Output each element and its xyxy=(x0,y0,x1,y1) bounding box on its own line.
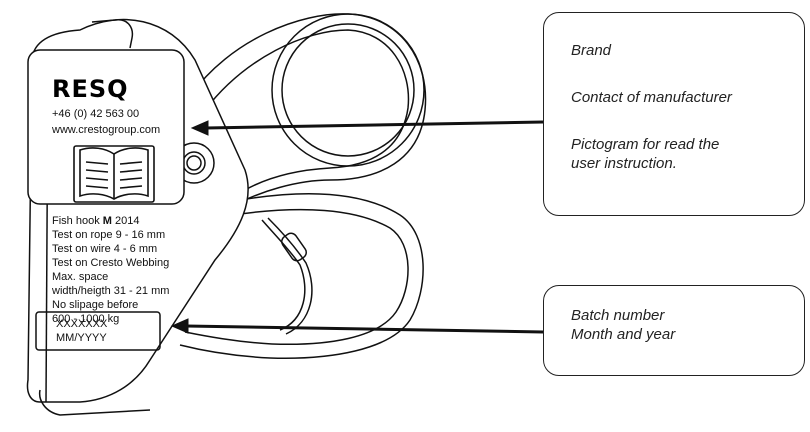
batch-number-text: XXXXXXX xyxy=(56,318,108,330)
spec-line: width/heigth 31 - 21 mm xyxy=(51,285,169,297)
spec-line: Max. space xyxy=(52,271,108,283)
spec-list: Fish hook M 2014 Test on rope 9 - 16 mm … xyxy=(51,215,169,325)
callout-brand-contact-pictogram: Brand Contact of manufacturer Pictogram … xyxy=(543,12,805,216)
website-text: www.crestogroup.com xyxy=(51,124,160,136)
spec-line: Test on wire 4 - 6 mm xyxy=(52,243,157,255)
spec-line: 600 - 1000 kg xyxy=(52,313,119,325)
spec-line: No slipage before xyxy=(52,299,138,311)
pointer-arrows xyxy=(170,120,544,334)
callout-brand: Brand xyxy=(571,42,612,59)
phone-text: +46 (0) 42 563 00 xyxy=(52,108,139,120)
batch-box xyxy=(35,311,161,351)
spec-line: Test on Cresto Webbing xyxy=(52,257,169,269)
month-year-text: MM/YYYY xyxy=(56,332,107,344)
book-icon xyxy=(73,145,155,203)
spec-line: Test on rope 9 - 16 mm xyxy=(52,229,165,241)
callout-batch-date: Batch number Month and year xyxy=(543,285,805,376)
hook-jaw xyxy=(179,13,427,359)
callout-contact: Contact of manufacturer xyxy=(571,89,732,106)
brand-logo: RESQ xyxy=(52,75,129,103)
callout-batch: Batch number xyxy=(571,307,665,324)
callout-pictogram-line2: user instruction. xyxy=(571,155,677,172)
callout-pictogram-line1: Pictogram for read the xyxy=(571,136,720,153)
callout-month-year: Month and year xyxy=(571,326,676,343)
spec-model: Fish hook M 2014 xyxy=(52,215,139,227)
